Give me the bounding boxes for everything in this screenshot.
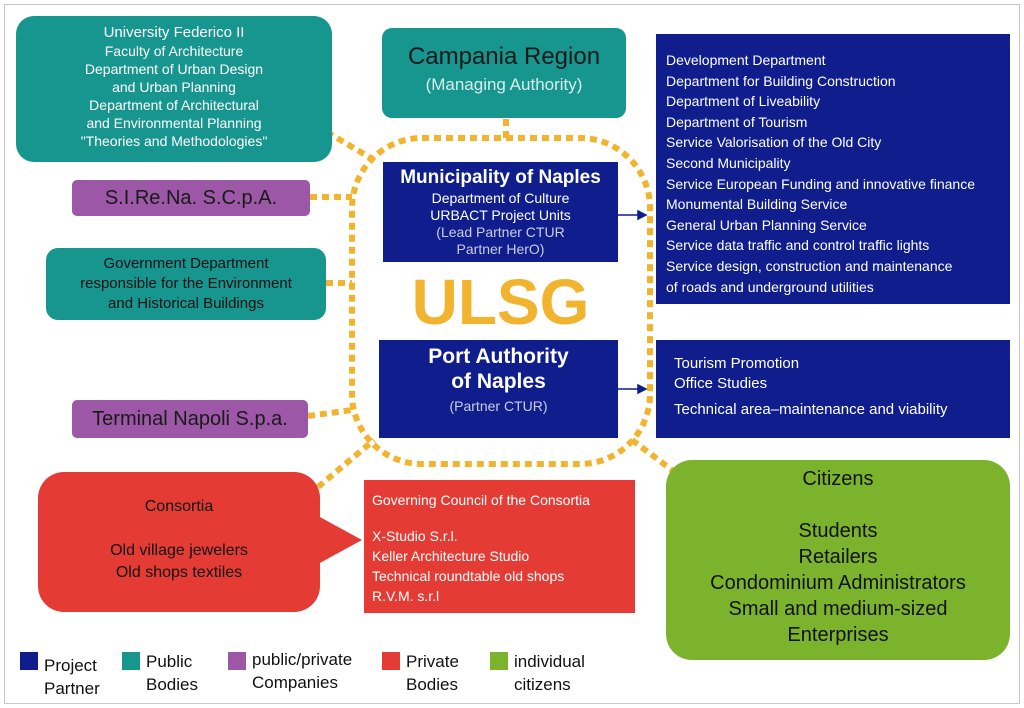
council-line-1: X-Studio S.r.l. [372,528,458,544]
legend-swatch-project-partner [20,652,38,670]
arrow-port-head [637,383,648,395]
university-line-3: Department of Urban Design [84,61,264,77]
port-dept-2: Office Studies [674,375,768,392]
citizens-line-2: Retailers [798,546,878,568]
council-title: Governing Council of the Consortia [372,492,590,508]
connector-terminal [307,407,353,419]
university-line-7: "Theories and Methodologies" [80,133,268,149]
council-line-2: Keller Architecture Studio [372,548,530,564]
port-subtitle: (Partner CTUR) [449,398,548,414]
campania-subtitle: (Managing Authority) [425,75,583,94]
municipality-box: Municipality of Naples Department of Cul… [383,162,618,262]
legend-label-individual-citizens: individual citizens [514,650,585,696]
consortia-line-1: Old village jewelers [110,542,248,559]
legend-public-line-2: Bodies [146,675,198,694]
citizens-box: Citizens Students Retailers Condominium … [666,460,1010,660]
university-line-2: Faculty of Architecture [104,43,244,59]
port-departments-box: Tourism Promotion Office Studies Technic… [656,340,1010,438]
port-title-1: Port Authority [428,345,569,368]
university-line-6: and Environmental Planning [86,115,262,131]
mun-dept-10: Service data traffic and control traffic… [666,237,930,254]
mun-dept-1: Development Department [666,52,826,68]
mun-dept-3: Department of Liveability [666,93,821,110]
sirena-label: S.I.Re.Na. S.C.p.A. [104,187,278,209]
municipality-title: Municipality of Naples [400,167,601,188]
port-dept-3: Technical area–maintenance and viability [674,401,948,418]
legend-label-public-bodies: Public Bodies [146,650,198,696]
mun-dept-12: of roads and underground utilities [666,278,874,295]
legend-public-line-1: Public [146,652,193,671]
legend-swatch-public-bodies [122,652,140,670]
municipality-line-2: URBACT Project Units [430,207,571,223]
university-line-5: Department of Architectural [89,97,259,113]
consortia-line-2: Old shops textiles [115,564,243,581]
legend-swatch-individual-citizens [490,652,508,670]
legend-private-line-2: Bodies [406,675,458,694]
connector-consortia [316,437,376,490]
university-line-1: University Federico II [103,24,245,41]
municipality-sub-2: Partner HerO) [456,241,545,257]
mun-dept-8: Monumental Building Service [666,196,848,213]
citizens-line-3: Condominium Administrators [710,572,966,594]
mun-dept-11: Service design, construction and mainten… [666,257,953,274]
mun-dept-6: Second Municipality [666,154,791,171]
citizens-line-4: Small and medium-sized [728,598,948,620]
citizens-line-1: Students [798,520,878,542]
legend-label-project-partner: Project Partner [44,654,100,700]
consortia-title: Consortia [144,498,214,515]
legend-individual-line-2: citizens [514,675,571,694]
mun-dept-2: Department for Building Construction [666,72,896,89]
municipality-line-1: Department of Culture [431,190,570,206]
connector-university [325,129,376,163]
legend-project-line-2: Partner [44,679,100,698]
university-box: University Federico II Faculty of Archit… [16,16,332,162]
citizens-line-5: Enterprises [787,624,889,646]
mun-dept-4: Department of Tourism [666,113,808,130]
terminal-label: Terminal Napoli S.p.a. [92,408,288,430]
mun-dept-5: Service Valorisation of the Old City [666,134,882,151]
legend-label-private-bodies: Private Bodies [406,650,459,696]
port-dept-1: Tourism Promotion [674,355,800,372]
government-line-3: and Historical Buildings [108,295,264,312]
legend-publicprivate-line-1: public/private [252,650,353,669]
mun-dept-9: General Urban Planning Service [666,216,867,233]
sirena-box: S.I.Re.Na. S.C.p.A. [72,180,310,216]
legend-private-line-1: Private [406,652,459,671]
mun-dept-7: Service European Funding and innovative … [666,175,975,192]
consortia-box: Consortia Old village jewelers Old shops… [38,472,320,612]
diagram-frame [4,4,1020,704]
government-line-1: Government Department [103,255,269,272]
legend-label-public-private: public/private Companies [252,648,352,694]
legend-individual-line-1: individual [514,652,585,671]
ulsg-dotted-boundary [349,135,653,467]
university-line-4: and Urban Planning [112,79,236,95]
legend-swatch-public-private [228,652,246,670]
consortia-speech-pointer [318,516,362,564]
citizens-title: Citizens [802,468,874,490]
government-department-box: Government Department responsible for th… [46,248,326,320]
legend-swatch-private-bodies [382,652,400,670]
campania-region-box: Campania Region (Managing Authority) [382,28,626,118]
port-authority-box: Port Authority of Naples (Partner CTUR) [379,340,618,438]
council-line-4: R.V.M. s.r.l [372,588,440,604]
legend-publicprivate-line-2: Companies [252,673,338,692]
arrow-municipality-head [637,209,648,221]
campania-title: Campania Region [407,43,601,70]
government-line-2: responsible for the Environment [80,275,292,292]
port-title-2: of Naples [451,370,546,393]
ulsg-label: ULSG [411,266,590,338]
terminal-napoli-box: Terminal Napoli S.p.a. [72,400,308,438]
municipality-sub-1: (Lead Partner CTUR [436,224,565,240]
legend-project-line-1: Project [44,656,97,675]
council-line-3: Technical roundtable old shops [372,568,565,584]
governing-council-box: Governing Council of the Consortia X-Stu… [364,480,635,613]
municipality-departments-box: Development Department Department for Bu… [656,34,1010,304]
